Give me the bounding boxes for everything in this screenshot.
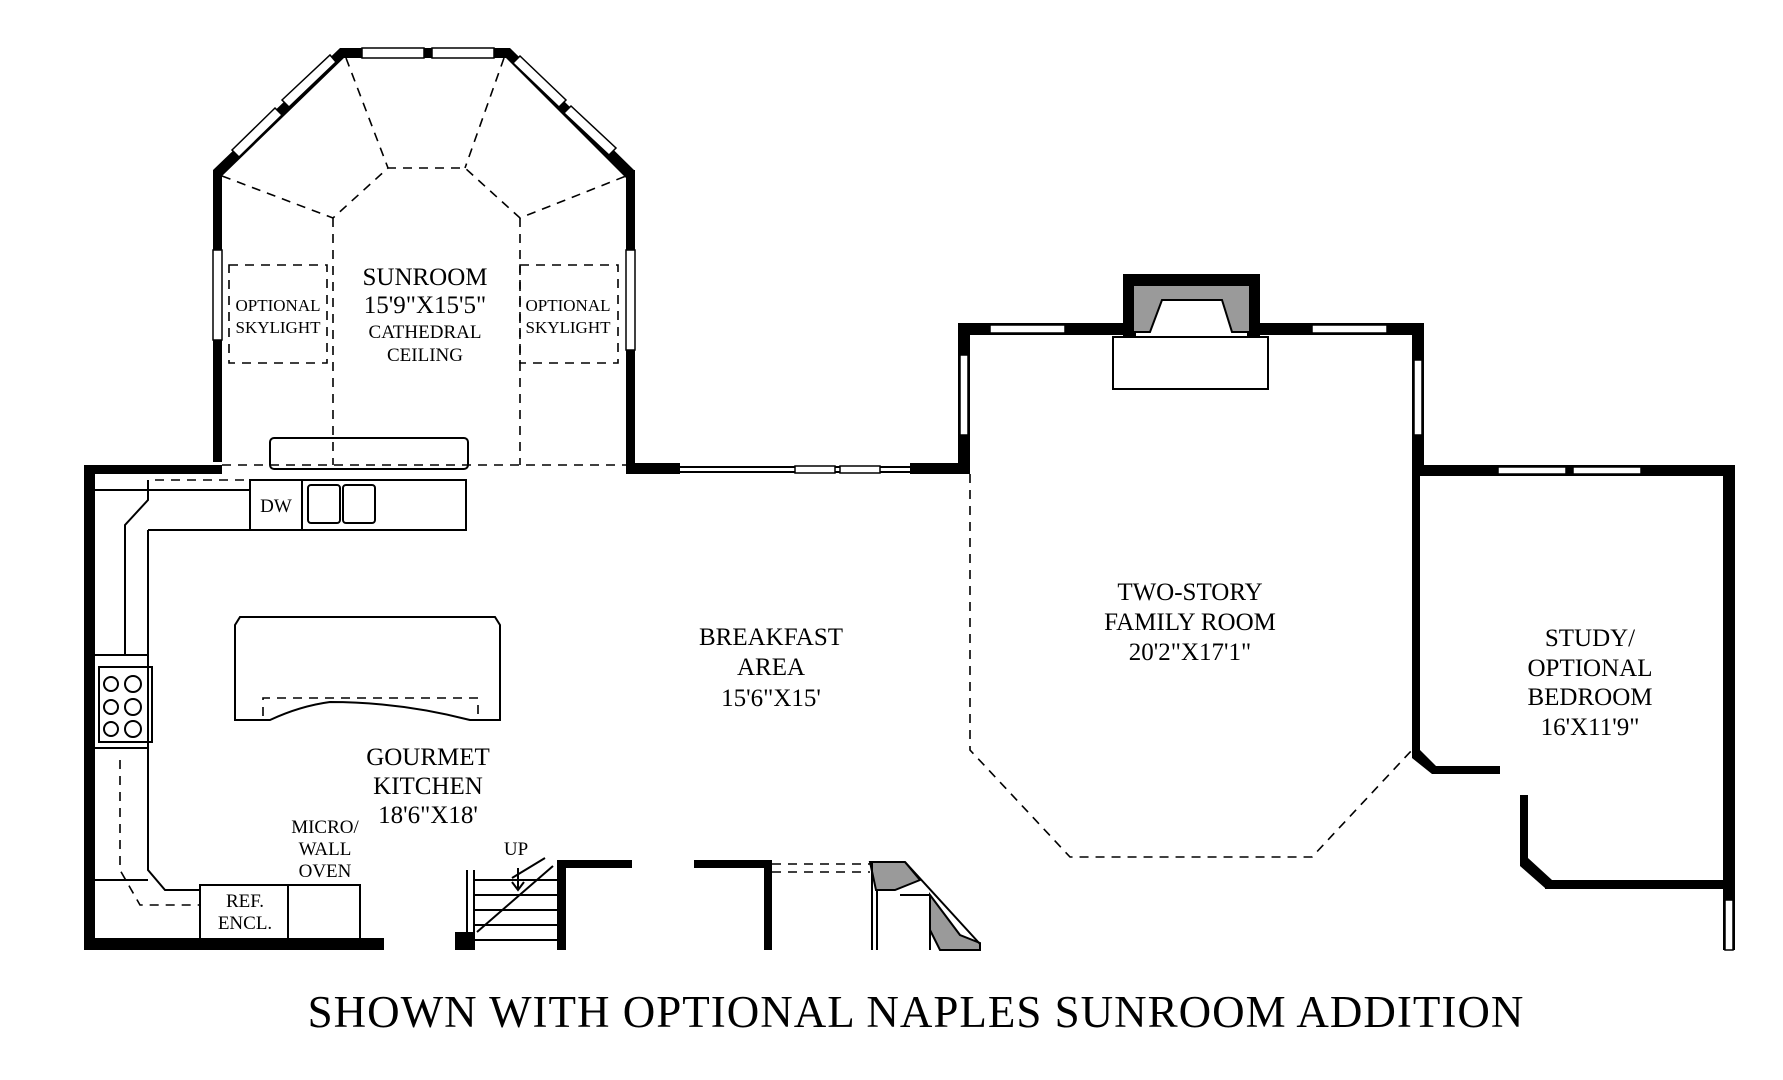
sunroom-note1: CATHEDRAL [369,322,482,343]
breakfast-size: 15'6"X15' [721,685,821,712]
family-room-size: 20'2"X17'1" [1129,639,1251,666]
room-labels: SUNROOM 15'9"X15'5" CATHEDRAL CEILING OP… [236,264,1653,829]
micro-oven-line3: OVEN [299,861,352,882]
plan-caption: SHOWN WITH OPTIONAL NAPLES SUNROOM ADDIT… [308,987,1525,1037]
kitchen-line1: GOURMET [366,744,490,771]
ref-encl-line1: REF. [226,891,264,912]
sunroom-note2: CEILING [387,345,463,366]
skylight-right-line2: SKYLIGHT [526,318,612,337]
sunroom-size: 15'9"X15'5" [364,292,486,319]
micro-oven-line2: WALL [299,839,352,860]
kitchen-line2: KITCHEN [373,773,483,800]
skylight-left-line2: SKYLIGHT [236,318,322,337]
stairs [455,857,981,951]
study-line3: BEDROOM [1527,684,1652,711]
skylight-left-line1: OPTIONAL [236,296,321,315]
outer-walls [84,274,1735,951]
sunroom-name: SUNROOM [362,264,487,291]
kitchen-size: 18'6"X18' [378,802,478,829]
study-line2: OPTIONAL [1528,655,1653,682]
fixture-labels: DW MICRO/ WALL OVEN REF. ENCL. UP [218,496,528,934]
study-line1: STUDY/ [1545,625,1635,652]
study-size: 16'X11'9" [1541,714,1640,741]
ref-encl-line2: ENCL. [218,913,272,934]
dishwasher-label: DW [260,496,292,517]
micro-oven-line1: MICRO/ [291,817,359,838]
breakfast-line1: BREAKFAST [699,624,843,651]
family-room-ceiling [969,474,1413,858]
family-room-line2: FAMILY ROOM [1104,609,1276,636]
kitchen-counters [95,437,501,941]
family-room-line1: TWO-STORY [1117,579,1262,606]
skylight-right-line1: OPTIONAL [526,296,611,315]
breakfast-line2: AREA [737,654,805,681]
sunroom-walls [212,47,636,470]
stairs-up-label: UP [504,839,528,860]
